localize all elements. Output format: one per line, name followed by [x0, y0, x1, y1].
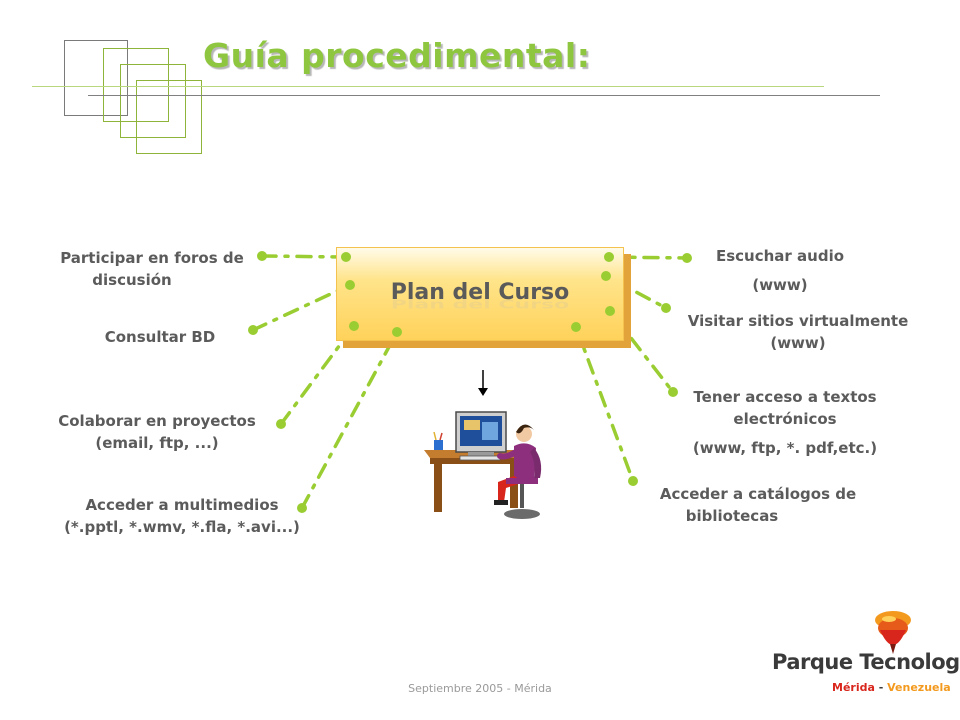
item-line: bibliotecas: [685, 506, 779, 525]
logo-subtitle: Mérida - Venezuela: [832, 681, 951, 694]
item-sitios: Visitar sitios virtualmente (www): [684, 311, 912, 355]
box-dot: [392, 327, 402, 337]
item-multimedios: Acceder a multimedios (*.pptl, *.wmv, *.…: [52, 495, 312, 539]
item-line: (www): [770, 333, 826, 352]
item-foros: Participar en foros de discusión: [52, 248, 252, 292]
logo-city: Mérida: [832, 681, 875, 694]
item-line: Colaborar en proyectos: [58, 412, 256, 430]
parque-tecnologico-logo: Parque Tecnologico Mérida - Venezuela: [770, 608, 960, 713]
title-underline-dark: [88, 95, 880, 96]
item-proyectos: Colaborar en proyectos (email, ftp, ...): [42, 411, 272, 455]
item-audio: Escuchar audio (www): [690, 242, 870, 301]
connector-dot: [628, 476, 638, 486]
connector-dot: [297, 503, 307, 513]
decorative-square: [120, 64, 186, 138]
connector-line: [574, 325, 635, 483]
item-line: Visitar sitios virtualmente: [687, 312, 909, 330]
box-dot: [601, 271, 611, 281]
connector-dot: [668, 387, 678, 397]
item-line: Participar en foros de: [60, 249, 244, 267]
connector-line: [279, 324, 356, 426]
item-line: Escuchar audio: [715, 247, 845, 265]
center-text-reflection: Plan del Curso: [390, 298, 570, 312]
logo-separator: -: [874, 681, 888, 694]
box-dot: [349, 321, 359, 331]
connector-dot: [276, 419, 286, 429]
spinning-top-logo-icon: [875, 611, 911, 654]
item-line: (*.pptl, *.wmv, *.fla, *.avi...): [64, 517, 300, 536]
connector-line: [260, 254, 348, 259]
down-arrow-icon: [478, 370, 488, 396]
footer-text: Septiembre 2005 - Mérida: [408, 682, 552, 695]
item-catalogos: Acceder a catálogos de bibliotecas: [648, 484, 868, 528]
decorative-square: [64, 40, 128, 116]
item-line: (www): [752, 276, 808, 295]
box-dot: [341, 252, 351, 262]
connector-dot: [257, 251, 267, 261]
center-label: Plan del Curso: [390, 280, 570, 305]
title-underline: [32, 86, 824, 87]
connector-line: [300, 330, 399, 510]
item-line: Acceder a multimedios: [85, 496, 279, 514]
connector-line: [608, 309, 675, 394]
connector-dot: [682, 253, 692, 263]
item-line: (email, ftp, ...): [95, 433, 219, 452]
item-line: Acceder a catálogos de: [659, 485, 857, 503]
item-line: Tener acceso a textos: [693, 388, 877, 406]
item-line: discusión: [92, 270, 172, 289]
box-dot: [605, 306, 615, 316]
connector-dot: [661, 303, 671, 313]
box-dot: [604, 252, 614, 262]
box-dot: [571, 322, 581, 332]
decorative-square: [136, 80, 202, 154]
item-textos: Tener acceso a textos electrónicos (www,…: [680, 387, 890, 459]
logo-country: Venezuela: [887, 681, 951, 694]
connector-dot: [248, 325, 258, 335]
item-line: electrónicos: [733, 409, 837, 428]
computer-user-clipart: [424, 411, 542, 519]
item-line: Consultar BD: [104, 328, 216, 346]
box-dot: [345, 280, 355, 290]
item-bd: Consultar BD: [90, 327, 230, 349]
logo-name: Parque Tecnologico: [772, 650, 960, 674]
item-line: (www, ftp, *. pdf,etc.): [692, 438, 878, 457]
page-title: Guía procedimental:: [203, 36, 591, 75]
